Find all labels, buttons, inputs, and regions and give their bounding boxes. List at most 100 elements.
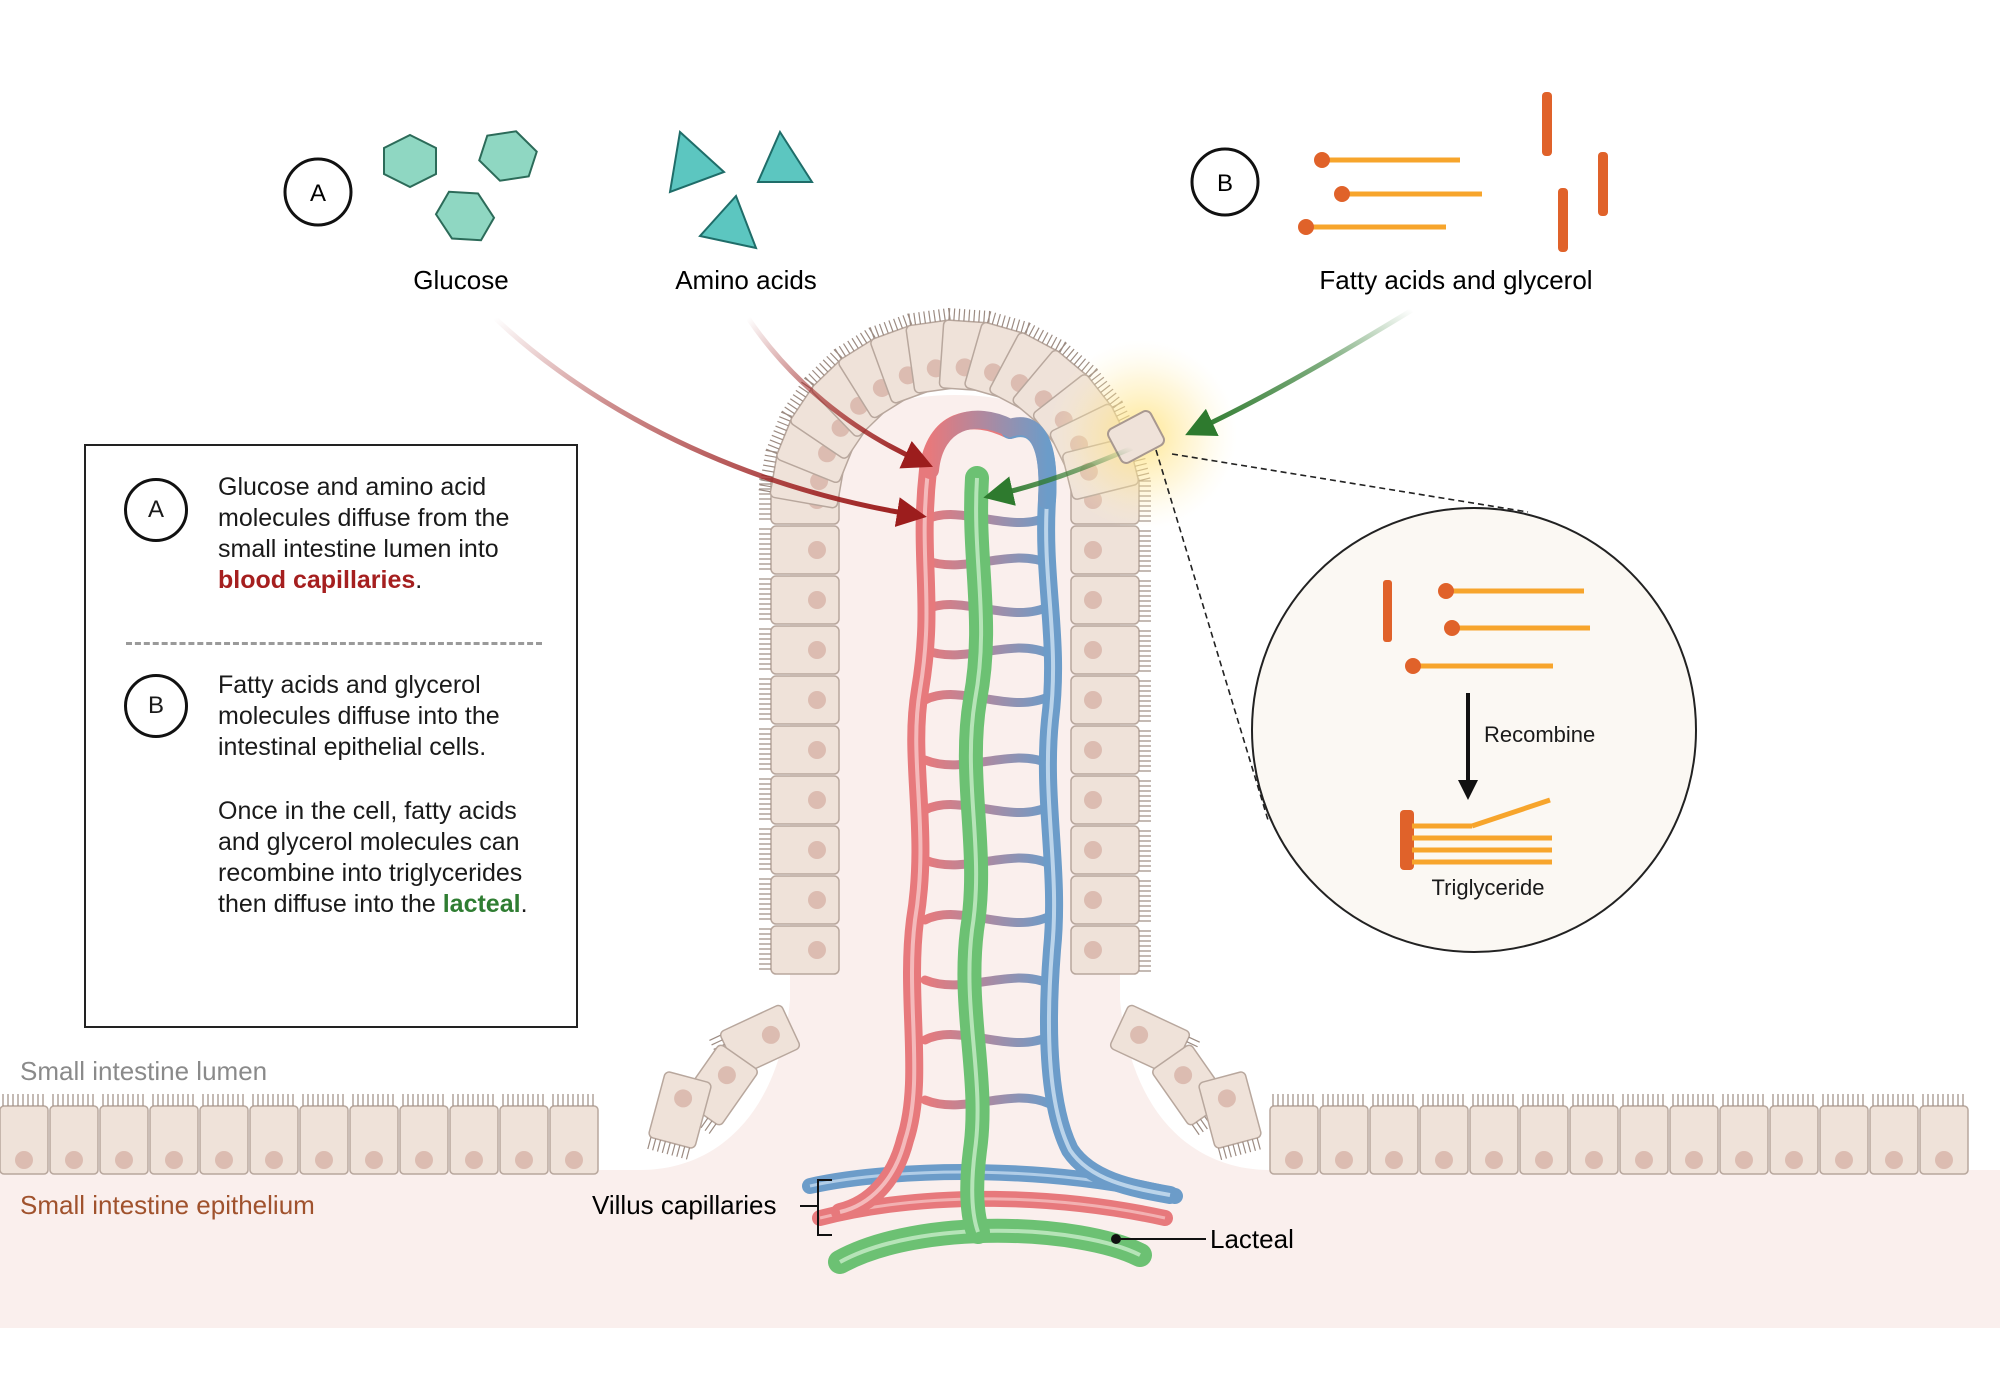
badge-a-top: A [283,157,353,227]
lumen-label: Small intestine lumen [20,1056,267,1086]
glucose-molecules [383,130,538,242]
legend-box: A Glucose and amino acid molecules diffu… [84,444,578,1028]
epithelium-label: Small intestine epithelium [20,1190,315,1220]
epithelial-cell [199,1105,249,1175]
epithelial-cell [759,925,840,975]
amino-triangle-3 [698,194,758,250]
epithelial-cell [1419,1105,1469,1175]
zoom-circle [1251,507,1697,953]
epithelial-cell [399,1105,449,1175]
glucose-diffusion-arrow [493,316,927,527]
epithelial-cell [1619,1105,1669,1175]
glucose-hexagon-1 [383,133,437,189]
epithelial-cell [1369,1105,1419,1175]
epithelial-cell [759,775,840,825]
epithelium-cells [0,1105,1969,1175]
microvilli-brush-border [2,1094,1964,1106]
epithelial-cell [49,1105,99,1175]
epithelial-cell [759,725,840,775]
glucose-hexagon-2 [478,130,538,182]
glycerol-3 [1558,188,1568,252]
epithelial-cell [1669,1105,1719,1175]
epithelial-cell [1769,1105,1819,1175]
badge-b-top: B [1190,147,1260,217]
epithelial-cell [99,1105,149,1175]
zoom-line-lower [1155,449,1269,821]
epithelial-cell [499,1105,549,1175]
epithelial-cell [1569,1105,1619,1175]
epithelial-cell [149,1105,199,1175]
epithelial-cell [1070,875,1151,925]
epithelial-cell [1070,825,1151,875]
epithelial-cell [1070,775,1151,825]
epithelial-cell [1269,1105,1319,1175]
zoom-inset: Recombine Triglyceride [1251,507,1697,953]
legend-badge-a: A [124,478,188,542]
triglyceride-label: Triglyceride [1432,875,1545,900]
epithelial-cell [1919,1105,1969,1175]
epithelial-cell [1070,575,1151,625]
epithelial-cell [1719,1105,1769,1175]
epithelial-cell [1198,1071,1262,1161]
epithelial-cell [647,1071,712,1160]
zoom-line-upper [1171,453,1529,513]
epithelial-cell [1070,625,1151,675]
recombine-label: Recombine [1484,722,1595,747]
epithelial-cell [549,1105,599,1175]
fatty-acid-glycerol-molecules [1298,92,1608,252]
lacteal-vessel [828,466,1152,1274]
legend-badge-b: B [124,674,188,738]
epithelial-cell [0,1105,49,1175]
amino-acids-label: Amino acids [675,265,817,295]
amino-triangle-1 [668,130,726,194]
triglyceride-glycerol [1400,810,1414,870]
epithelial-cell [1070,525,1151,575]
lacteal-highlight: lacteal [442,890,521,918]
glucose-label: Glucose [413,265,508,295]
epithelial-cell [1070,925,1151,975]
svg-text:A: A [310,180,326,207]
legend-divider [126,642,542,645]
epithelial-cell [299,1105,349,1175]
amino-triangle-2 [756,129,814,183]
glycerol-2 [1598,152,1608,216]
epithelial-cell [759,675,840,725]
epithelial-cell [1070,675,1151,725]
capillary-link [920,1030,1055,1048]
villus-epithelial-cells [647,307,1262,1161]
villus-capillaries-label: Villus capillaries [592,1190,777,1220]
capillary-link [920,973,1055,990]
epithelial-cell [759,825,840,875]
epithelial-cell [759,525,840,575]
capillary-link [920,753,1055,770]
epithelial-cell [449,1105,499,1175]
capillary-link [920,800,1055,818]
svg-text:B: B [1217,170,1233,197]
epithelial-cell [759,575,840,625]
inset-glycerol [1383,580,1392,642]
epithelial-cell [249,1105,299,1175]
triglyceride-to-lacteal-arrow [983,445,1133,506]
amino-acid-diffusion-arrow [745,316,933,469]
legend-text-b-second: Once in the cell, fatty acids and glycer… [218,797,528,918]
fatty-acid-diffusion-arrow [1185,307,1414,436]
glycerol-1 [1542,92,1552,156]
lacteal-label: Lacteal [1210,1224,1294,1254]
legend-text-a: Glucose and amino acid molecules diffuse… [218,473,510,594]
epithelial-cell [1869,1105,1919,1175]
epithelial-cell [759,625,840,675]
fatty-acids-glycerol-label: Fatty acids and glycerol [1319,265,1592,295]
epithelial-cell [1070,725,1151,775]
epithelial-cell [1469,1105,1519,1175]
villus-capillaries-bracket [800,1179,832,1236]
amino-acid-molecules [668,129,814,250]
epithelial-cell [1319,1105,1369,1175]
epithelial-cell [759,875,840,925]
glucose-hexagon-3 [434,190,496,242]
legend-text-b-first: Fatty acids and glycerol molecules diffu… [218,671,500,761]
epithelial-cell [349,1105,399,1175]
epithelial-cell [1819,1105,1869,1175]
epithelial-cell [1519,1105,1569,1175]
blood-capillaries-highlight: blood capillaries [218,566,416,594]
